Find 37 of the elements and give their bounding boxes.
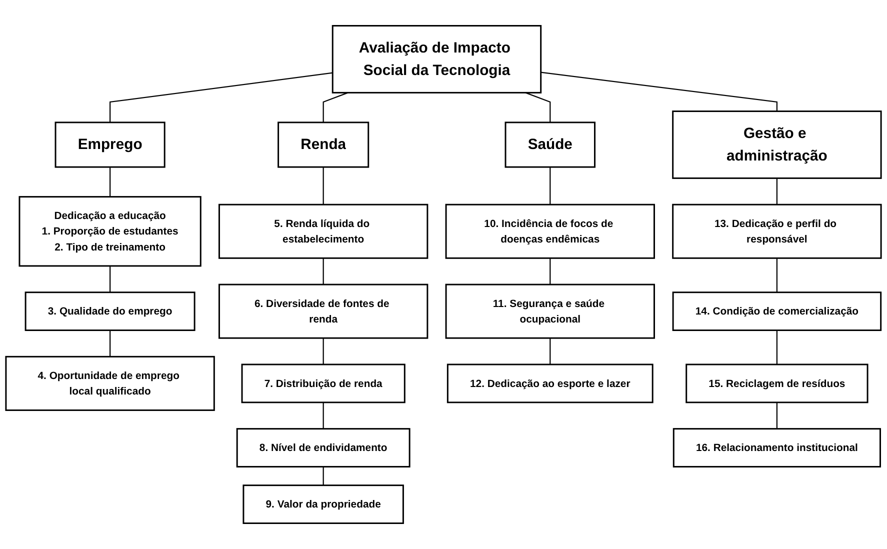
node-box: 11. Segurança e saúde ocupacional bbox=[445, 284, 655, 339]
node-box: 12. Dedicação ao esporte e lazer bbox=[446, 364, 654, 404]
node-box: 8. Nível de endividamento bbox=[236, 428, 410, 468]
connector bbox=[322, 258, 324, 285]
node-box: Saúde bbox=[504, 122, 596, 168]
connector bbox=[550, 258, 551, 285]
node-box: Emprego bbox=[54, 122, 166, 168]
connector bbox=[110, 330, 111, 357]
node-box: 16. Relacionamento institucional bbox=[672, 428, 881, 468]
connector bbox=[322, 466, 324, 486]
connector bbox=[776, 258, 778, 292]
node-box: 4. Oportunidade de emprego local qualificado bbox=[5, 356, 215, 411]
node-box: 13. Dedicação e perfil do responsável bbox=[672, 204, 882, 259]
node-box: 15. Reciclagem de resíduos bbox=[686, 364, 868, 404]
connector bbox=[322, 402, 324, 429]
connector bbox=[110, 167, 111, 197]
connector bbox=[540, 72, 778, 112]
node-box: Avaliação de Impacto Social da Tecnologia bbox=[332, 25, 542, 94]
connector bbox=[550, 338, 551, 364]
node-box: Dedicação a educação 1. Proporção de estudantes 2. Tipo de treinamento bbox=[18, 196, 202, 267]
node-box: 7. Distribuição de renda bbox=[241, 364, 406, 404]
connector bbox=[776, 402, 778, 429]
node-box: 3. Qualidade do emprego bbox=[24, 292, 196, 332]
connector bbox=[322, 167, 324, 205]
connector bbox=[550, 167, 551, 205]
node-box: Renda bbox=[278, 122, 370, 168]
connector bbox=[322, 338, 324, 364]
connector bbox=[110, 266, 111, 292]
node-box: 5. Renda líquida do estabelecimento bbox=[218, 204, 428, 259]
node-box: 6. Diversidade de fontes de renda bbox=[218, 284, 428, 339]
connector bbox=[776, 330, 778, 364]
connector bbox=[776, 178, 778, 205]
node-box: 10. Incidência de focos de doenças endêmicas bbox=[445, 204, 655, 259]
node-box: 14. Condição de comercialização bbox=[672, 292, 882, 332]
node-box: Gestão e administração bbox=[672, 110, 882, 179]
connector bbox=[110, 72, 333, 122]
node-box: 9. Valor da propriedade bbox=[242, 484, 404, 524]
